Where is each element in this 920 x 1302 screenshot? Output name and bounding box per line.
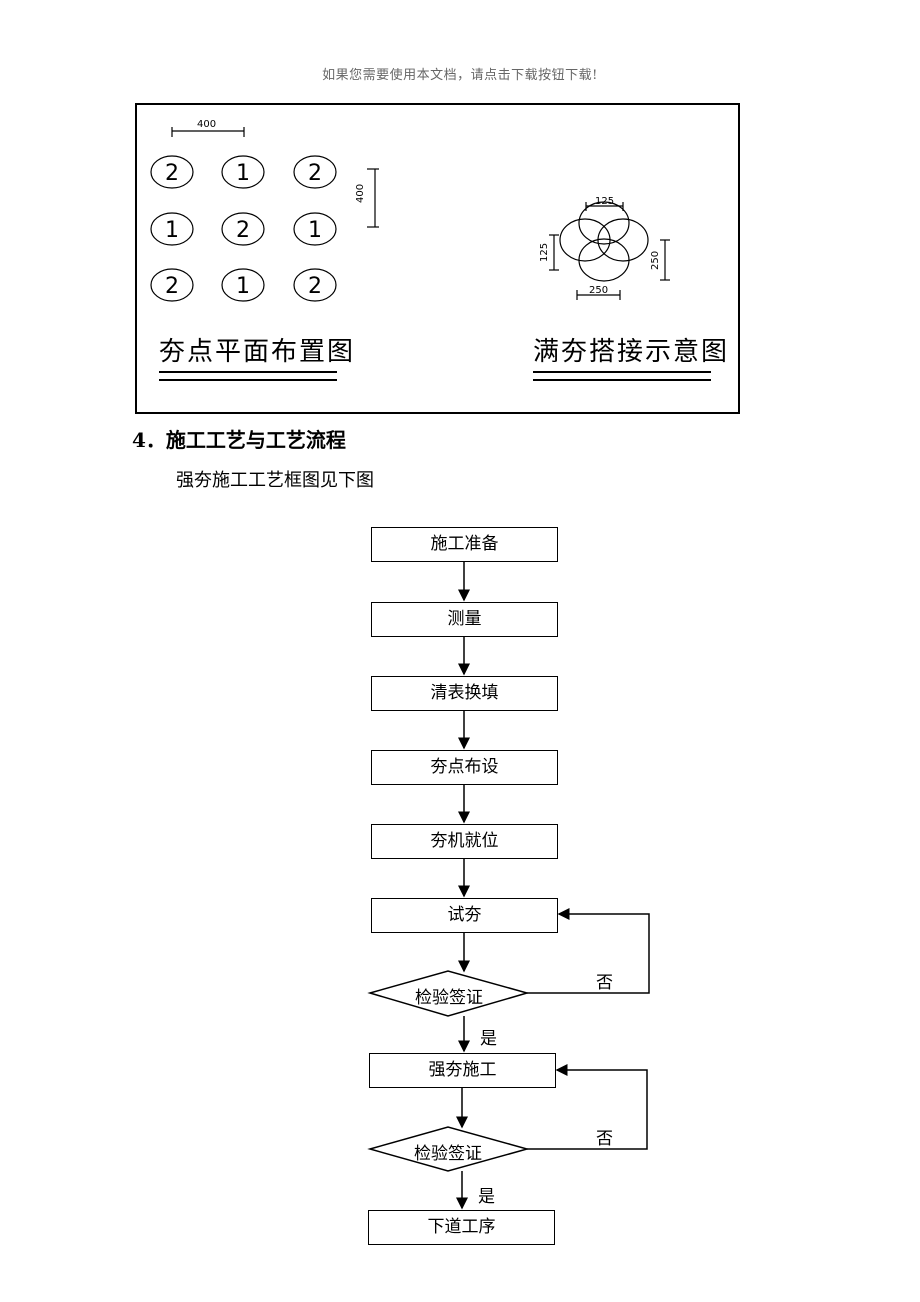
download-notice: 如果您需要使用本文档，请点击下载按钮下载!: [322, 68, 598, 83]
flow-step-survey: 测量: [371, 602, 558, 637]
grid-number: 1: [165, 218, 179, 243]
overlap-right-dimension: 250: [650, 251, 661, 270]
grid-number: 2: [236, 218, 250, 243]
grid-number: 1: [308, 218, 322, 243]
overlap-diagram-caption: 满夯搭接示意图: [533, 337, 730, 367]
section-intro: 强夯施工工艺框图见下图: [176, 470, 374, 491]
flow-step-machine-position: 夯机就位: [371, 824, 558, 859]
flow-step-dynamic-compaction: 强夯施工: [369, 1053, 556, 1088]
flow-step-clear-replace: 清表换填: [371, 676, 558, 711]
no-label-2: 否: [596, 1129, 613, 1149]
overlap-bottom-dimension: 250: [589, 285, 608, 296]
decision-label-1: 检验签证: [415, 988, 483, 1008]
decision-label-2: 检验签证: [414, 1144, 482, 1164]
caption-underline: [159, 371, 337, 373]
caption-underline: [533, 379, 711, 381]
yes-label-1: 是: [480, 1029, 497, 1049]
caption-underline: [159, 379, 337, 381]
grid-number: 2: [165, 161, 179, 186]
spacing-dimension: 400: [197, 119, 216, 130]
decision-diamond-2: [367, 1126, 530, 1172]
grid-number: 1: [236, 274, 250, 299]
tamping-diagrams: 400 400 125 125 250 250 2 1 2 1 2 1 2 1 …: [150, 119, 670, 302]
caption-underline: [533, 371, 711, 373]
grid-number: 2: [308, 274, 322, 299]
overlap-left-dimension: 125: [539, 243, 550, 262]
layout-plan-caption: 夯点平面布置图: [159, 337, 356, 367]
decision-diamond-1: [367, 970, 530, 1017]
flow-step-layout-points: 夯点布设: [371, 750, 558, 785]
overlap-top-dimension: 125: [595, 196, 614, 207]
grid-number: 2: [165, 274, 179, 299]
section-heading: 4．施工工艺与工艺流程: [132, 428, 346, 452]
flow-step-next-process: 下道工序: [368, 1210, 555, 1245]
no-label-1: 否: [596, 973, 613, 993]
grid-number: 1: [236, 161, 250, 186]
tamping-layout-figure: 400 400 125 125 250 250 2 1 2 1 2 1 2 1 …: [135, 103, 740, 414]
yes-label-2: 是: [478, 1187, 495, 1207]
vertical-dimension: 400: [355, 184, 366, 203]
flow-step-preparation: 施工准备: [371, 527, 558, 562]
flow-step-trial-tamping: 试夯: [371, 898, 558, 933]
grid-number: 2: [308, 161, 322, 186]
